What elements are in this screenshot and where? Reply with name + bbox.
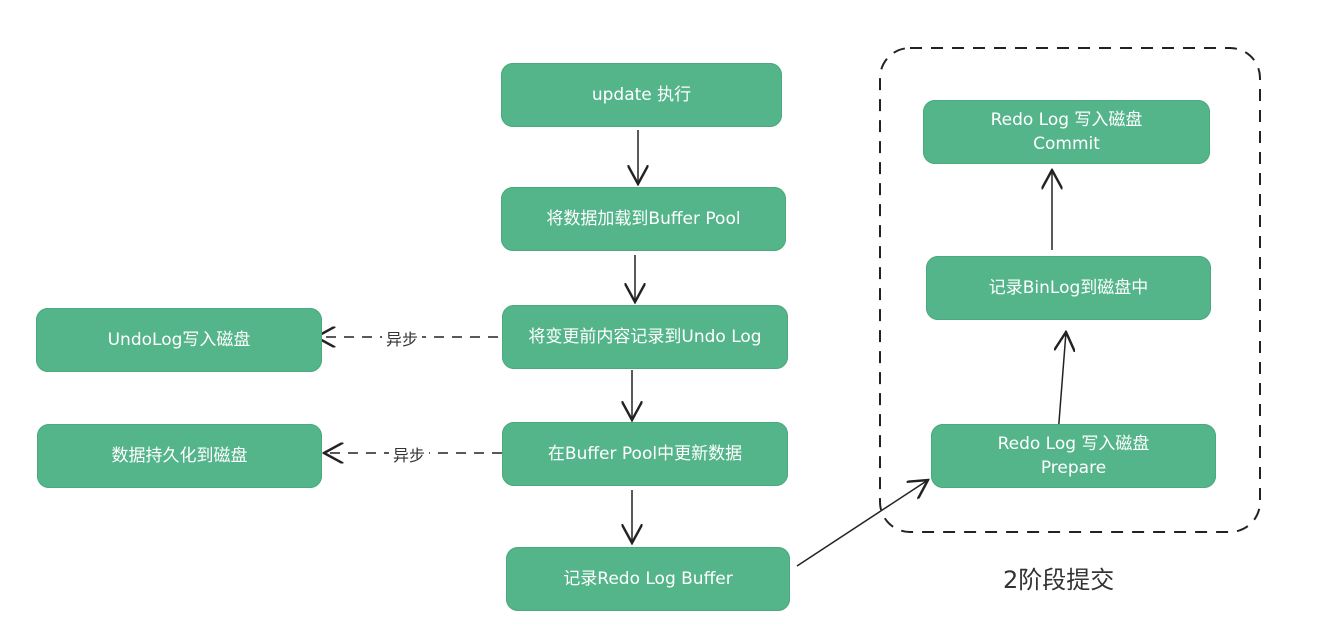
arrow-redo-buffer-to-prepare [796,480,928,567]
node-record-undo-log-label: 将变更前内容记录到Undo Log [528,327,762,347]
node-update-buffer-pool-label: 在Buffer Pool中更新数据 [547,444,743,464]
node-persist-disk-label: 数据持久化到磁盘 [111,446,248,466]
node-record-undo-log: 将变更前内容记录到Undo Log [502,305,788,369]
async-label-undo: 异步 [382,326,423,350]
node-undo-log-disk-label: UndoLog写入磁盘 [107,330,251,350]
node-redo-commit-line1: Redo Log 写入磁盘 [990,110,1143,130]
node-update-buffer-pool: 在Buffer Pool中更新数据 [502,422,788,486]
node-load-buffer-pool-label: 将数据加载到Buffer Pool [546,209,741,229]
async-label-persist: 异步 [389,442,430,466]
arrow-prepare-to-binlog [1058,332,1066,436]
node-persist-disk: 数据持久化到磁盘 [37,424,322,488]
node-undo-log-disk: UndoLog写入磁盘 [36,308,322,372]
node-redo-prepare-line1: Redo Log 写入磁盘 [997,434,1150,454]
node-binlog: 记录BinLog到磁盘中 [926,256,1211,320]
node-redo-prepare: Redo Log 写入磁盘 Prepare [931,424,1216,488]
node-redo-prepare-line2: Prepare [1040,458,1107,478]
node-update-label: update 执行 [591,85,692,105]
node-update: update 执行 [501,63,782,127]
node-redo-log-buffer-label: 记录Redo Log Buffer [563,569,733,589]
node-binlog-label: 记录BinLog到磁盘中 [988,278,1149,298]
group-caption: 2阶段提交 [1003,566,1115,594]
node-redo-commit: Redo Log 写入磁盘 Commit [923,100,1210,164]
node-load-buffer-pool: 将数据加载到Buffer Pool [501,187,786,251]
node-redo-commit-line2: Commit [1033,134,1100,154]
two-phase-commit-group [879,47,1261,533]
node-redo-log-buffer: 记录Redo Log Buffer [506,547,790,611]
